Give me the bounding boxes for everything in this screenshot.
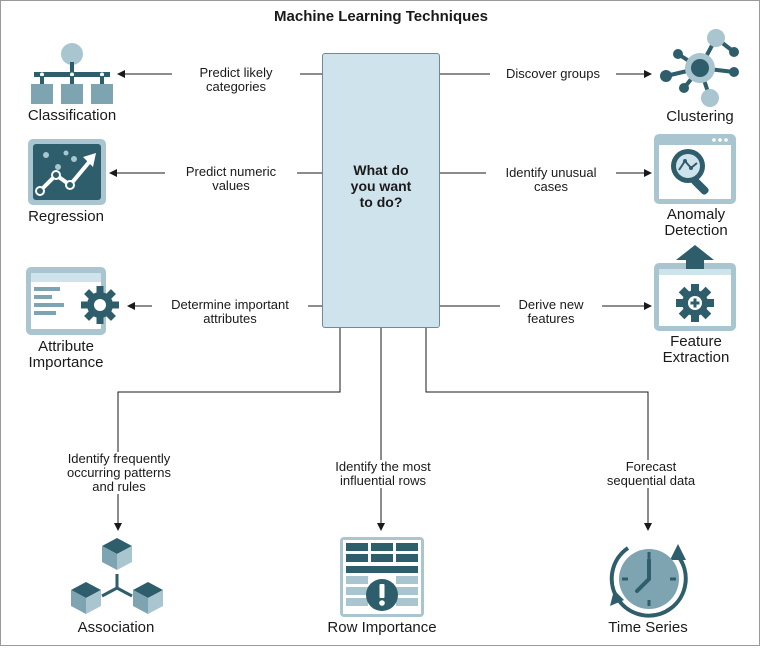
action-feature-extraction: Derive new features (500, 298, 602, 326)
label-row-importance: Row Importance (327, 619, 437, 636)
action-clustering: Discover groups (490, 67, 616, 81)
trend-chart-icon (28, 139, 106, 205)
action-association: Identify frequently occurring patterns a… (50, 452, 188, 494)
label-classification: Classification (27, 107, 117, 124)
gear-document-icon (26, 267, 119, 335)
cubes-icon (71, 538, 163, 614)
magnifier-window-icon (654, 134, 736, 204)
action-regression: Predict numeric values (165, 165, 297, 193)
label-regression: Regression (28, 208, 104, 225)
table-alert-icon (340, 537, 424, 617)
action-time-series: Forecast sequential data (590, 460, 712, 488)
label-clustering: Clustering (666, 108, 734, 125)
arrow-association (114, 328, 341, 531)
label-attribute-importance: Attribute Importance (28, 338, 104, 371)
decision-label: What do you want to do? (350, 162, 412, 210)
hierarchy-icon (31, 43, 113, 104)
decision-box (322, 53, 440, 328)
network-nodes-icon (660, 29, 739, 107)
action-anomaly-detection: Identify unusual cases (486, 166, 616, 194)
diagram-title: Machine Learning Techniques (274, 8, 488, 25)
label-association: Association (77, 619, 155, 636)
action-attribute-importance: Determine important attributes (152, 298, 308, 326)
clock-icon (609, 544, 688, 618)
gear-upload-icon (654, 245, 736, 331)
action-classification: Predict likely categories (172, 66, 300, 94)
action-row-importance: Identify the most influential rows (318, 460, 448, 488)
label-time-series: Time Series (608, 619, 688, 636)
arrow-time-series (425, 328, 652, 531)
label-feature-extraction: Feature Extraction (662, 333, 730, 366)
label-anomaly-detection: Anomaly Detection (664, 206, 728, 239)
